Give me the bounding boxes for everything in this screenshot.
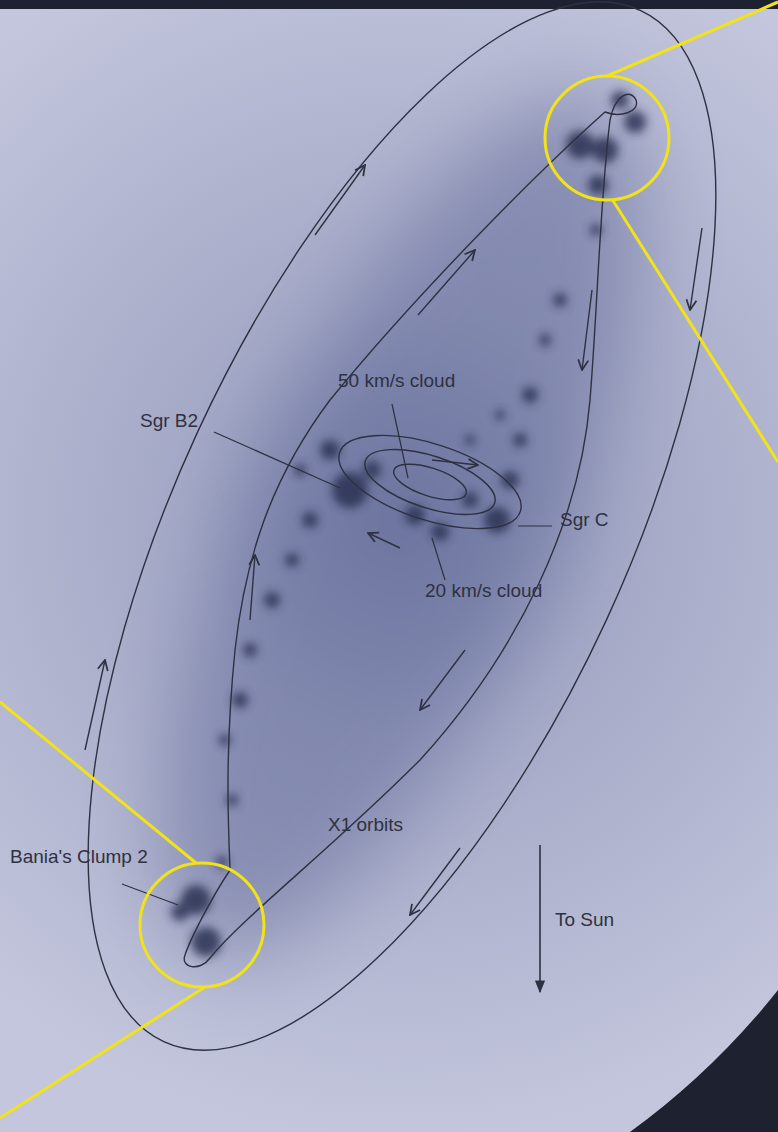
flow-arrows [85, 165, 702, 915]
region-label: To Sun [555, 910, 614, 931]
haze [69, 36, 736, 1015]
region-label: X1 orbits [328, 815, 403, 836]
sun-arrow [539, 845, 541, 992]
region-label: Sgr B2 [140, 411, 198, 432]
frame [0, 0, 778, 9]
gas-clumps [171, 91, 646, 957]
frame [630, 990, 778, 1132]
region-label: 50 km/s cloud [338, 371, 455, 392]
region-label: Sgr C [560, 510, 609, 531]
region-label: Bania's Clump 2 [10, 847, 148, 868]
leader-lines [122, 404, 552, 905]
region-label: 20 km/s cloud [425, 581, 542, 602]
